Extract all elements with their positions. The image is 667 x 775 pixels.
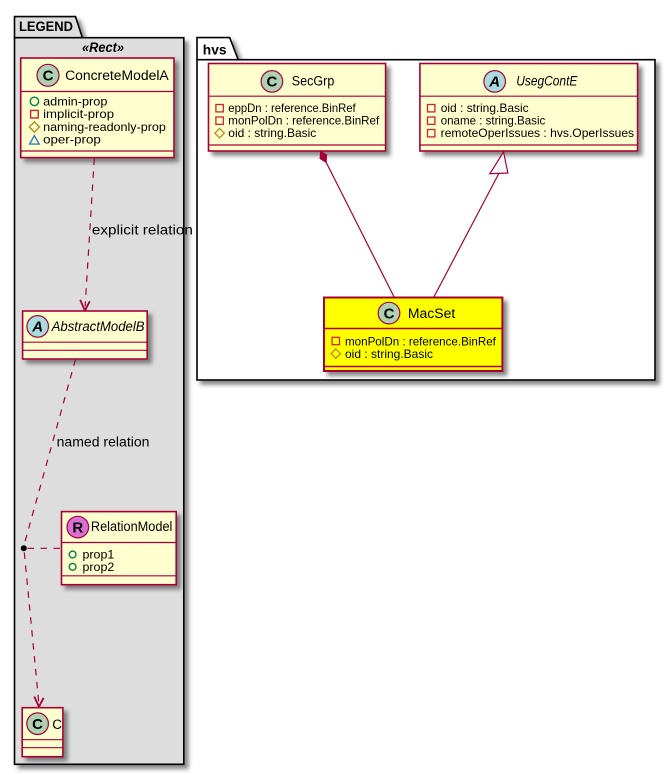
svg-text:prop2: prop2 [83,560,115,574]
svg-text:oid : string.Basic: oid : string.Basic [345,347,433,361]
svg-text:hvs: hvs [203,41,227,57]
svg-text:eppDn : reference.BinRef: eppDn : reference.BinRef [228,101,356,115]
svg-text:C: C [384,305,395,322]
svg-text:ConcreteModelA: ConcreteModelA [65,68,169,83]
svg-text:monPolDn : reference.BinRef: monPolDn : reference.BinRef [228,114,380,128]
svg-text:remoteOperIssues : hvs.OperIss: remoteOperIssues : hvs.OperIssues [441,126,634,140]
svg-text:implicit-prop: implicit-prop [43,107,114,121]
svg-text:explicit relation: explicit relation [92,223,193,238]
svg-text:oper-prop: oper-prop [43,133,101,147]
svg-text:oname : string.Basic: oname : string.Basic [441,114,546,128]
svg-text:UsegContE: UsegContE [516,74,578,89]
svg-text:prop1: prop1 [83,548,115,562]
svg-text:LEGEND: LEGEND [19,18,73,34]
svg-text:C: C [32,716,43,733]
svg-text:R: R [72,519,83,536]
svg-text:naming-readonly-prop: naming-readonly-prop [43,120,166,134]
svg-text:oid : string.Basic: oid : string.Basic [441,101,529,115]
svg-text:MacSet: MacSet [408,306,456,321]
svg-text:admin-prop: admin-prop [43,94,108,108]
svg-text:SecGrp: SecGrp [292,74,335,89]
svg-text:RelationModel: RelationModel [91,519,172,534]
svg-text:«Rect»: «Rect» [82,40,124,55]
svg-text:AbstractModelB: AbstractModelB [51,319,145,334]
svg-text:A: A [31,319,43,336]
svg-text:monPolDn : reference.BinRef: monPolDn : reference.BinRef [345,334,497,348]
svg-text:named relation: named relation [57,435,150,450]
svg-text:C: C [266,74,277,91]
svg-text:oid : string.Basic: oid : string.Basic [228,126,316,140]
svg-text:A: A [488,74,500,91]
svg-text:C: C [43,68,54,85]
svg-text:C: C [52,717,62,732]
